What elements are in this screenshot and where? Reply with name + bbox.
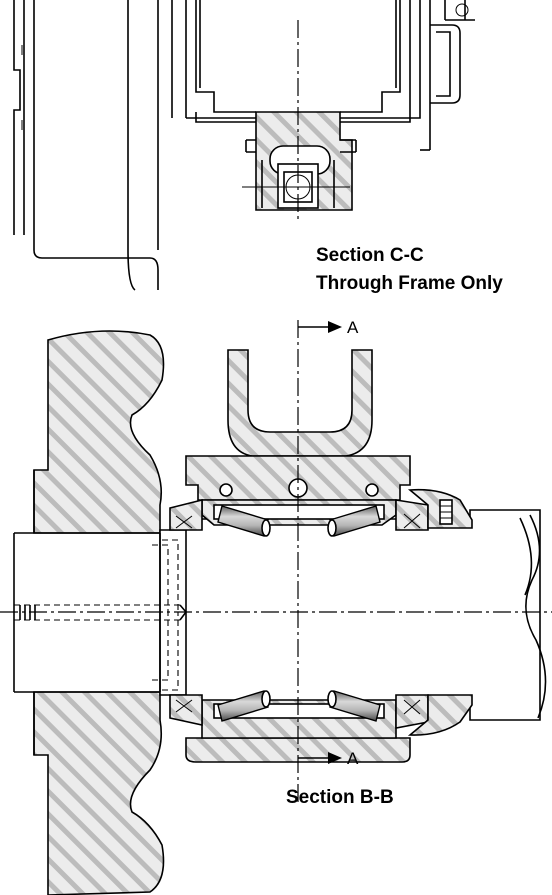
cut-marker-bottom-label: A	[347, 749, 359, 768]
section-cc-title-line1: Section C-C	[316, 245, 424, 266]
wheel-section-upper	[33, 330, 165, 534]
axle	[152, 509, 547, 721]
wheel-profile-cc	[13, 0, 159, 291]
section-cc-drawing	[13, 0, 475, 291]
section-bb-drawing	[0, 320, 552, 895]
rollers-lower	[217, 690, 381, 722]
wheel-section-lower	[33, 691, 165, 895]
end-cap-lower	[407, 694, 473, 736]
cut-marker-top-label: A	[347, 318, 359, 337]
frame-cc	[171, 0, 475, 151]
adapter-fork	[227, 349, 373, 457]
cut-arrow-bottom	[298, 752, 342, 764]
section-bb-title: Section B-B	[286, 787, 394, 808]
seal-left-lower	[169, 694, 203, 726]
rollers-upper	[217, 505, 381, 537]
cut-arrow-top	[298, 321, 342, 333]
section-cc-title-line2: Through Frame Only	[316, 273, 503, 294]
seal-left-upper	[169, 498, 203, 531]
seal-right-upper	[395, 499, 429, 531]
